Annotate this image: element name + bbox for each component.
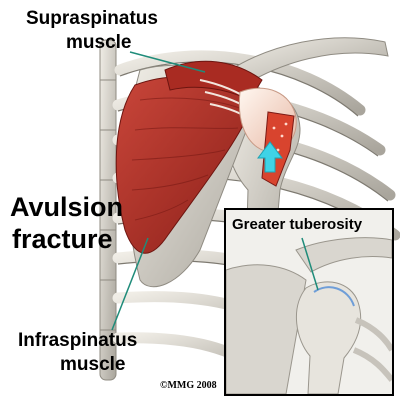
inset-title: Greater tuberosity — [232, 216, 363, 233]
inset-illustration — [226, 210, 392, 394]
inset-panel: Greater tuberosity — [224, 208, 394, 396]
supraspinatus-label-line2: muscle — [66, 32, 132, 53]
copyright-notice: ©MMG 2008 — [160, 380, 217, 391]
avulsion-label-line1: Avulsion — [10, 192, 124, 222]
infraspinatus-label-line2: muscle — [60, 354, 126, 375]
avulsion-label-line2: fracture — [12, 224, 113, 254]
supraspinatus-label-line1: Supraspinatus — [26, 8, 158, 29]
infraspinatus-label-line1: Infraspinatus — [18, 330, 138, 351]
clavicle — [229, 37, 389, 89]
tuberosity-pointer — [301, 237, 319, 291]
supraspinatus-pointer — [129, 51, 206, 73]
avulsion-arrow-icon — [257, 141, 283, 173]
infraspinatus-pointer — [111, 237, 149, 331]
spine — [99, 39, 117, 381]
